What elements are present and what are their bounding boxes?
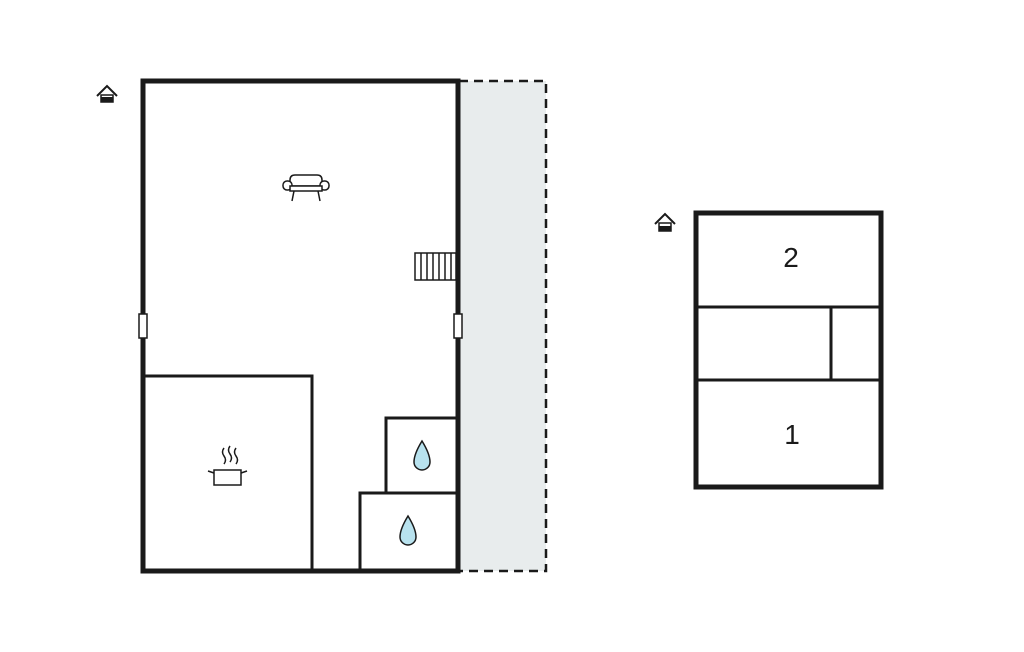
room-label-1: 1 — [784, 419, 800, 450]
terrace — [459, 79, 548, 573]
water-drop-icon — [413, 439, 431, 471]
water-drop-icon — [399, 514, 417, 546]
window-left — [138, 313, 148, 339]
house-entrance-icon — [96, 84, 118, 103]
kitchen-room — [143, 374, 314, 571]
stairs-icon — [414, 252, 457, 281]
room-label-2: 2 — [783, 242, 799, 273]
bathroom-lower — [358, 491, 458, 571]
cooking-pot-icon — [207, 445, 248, 486]
house-entrance-icon — [654, 212, 676, 232]
sofa-icon — [282, 174, 330, 202]
window-right — [453, 313, 463, 339]
ground-floor-outline — [140, 78, 461, 574]
upper-floor-outline — [693, 210, 884, 490]
